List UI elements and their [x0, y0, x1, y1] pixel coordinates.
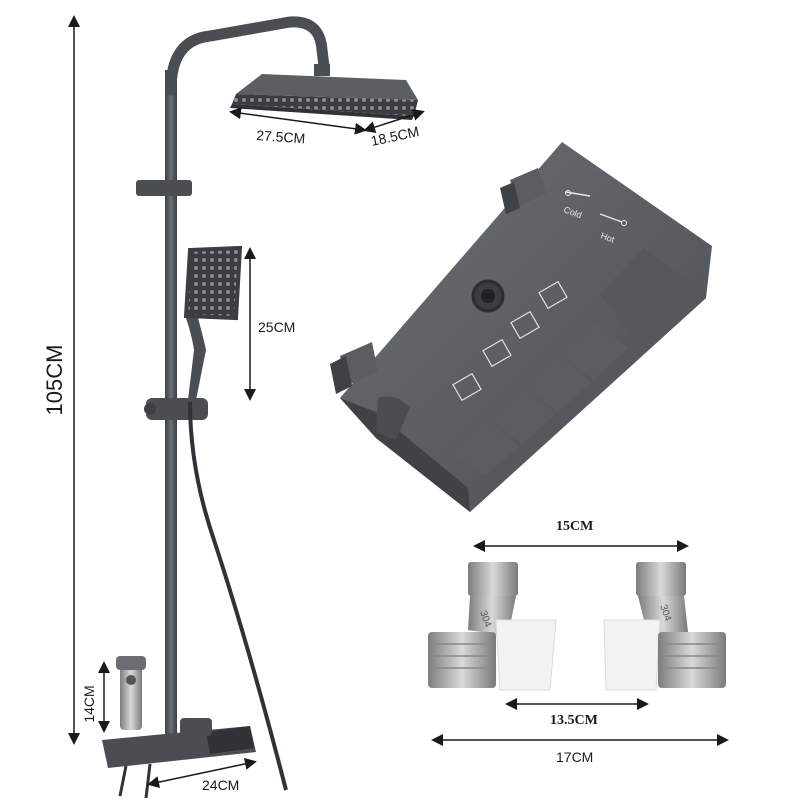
shelf-width-label: 24CM — [202, 777, 239, 793]
upper-bracket — [136, 180, 192, 196]
faucet-height-label: 14CM — [81, 685, 97, 722]
dimension-connector-inner: 13.5CM — [505, 698, 649, 728]
right-inlet — [500, 168, 546, 214]
dimension-head-width: 27.5CM — [229, 107, 367, 146]
button-3 — [524, 356, 592, 412]
dimension-connector-total: 17CM — [431, 734, 729, 765]
thermostatic-control-panel: Cold Hot — [330, 142, 712, 512]
connector-top-label: 15CM — [556, 519, 593, 534]
mode-buttons — [450, 280, 628, 476]
total-height-label: 105CM — [42, 345, 67, 416]
handheld-icon — [482, 338, 512, 368]
connector-inner-label: 13.5CM — [550, 713, 598, 728]
rain-shower-head — [230, 64, 418, 120]
left-connector: 304 — [428, 562, 557, 691]
connector-total-label: 17CM — [556, 749, 593, 765]
button-2 — [488, 388, 556, 444]
button-4 — [560, 322, 628, 380]
left-inlet — [330, 342, 378, 394]
dimension-handheld: 25CM — [244, 247, 295, 401]
button-1 — [450, 420, 520, 476]
rain-icon — [510, 310, 540, 340]
mixer-shelf — [102, 656, 256, 799]
temperature-knob — [600, 248, 690, 336]
handheld-length-label: 25CM — [258, 319, 295, 335]
dimension-faucet-height: 14CM — [81, 661, 110, 733]
tub-icon — [452, 372, 482, 402]
head-width-label: 27.5CM — [256, 127, 306, 146]
spray-icon — [538, 280, 568, 310]
hot-label: Hot — [599, 230, 616, 244]
slide-holder — [146, 398, 208, 420]
shower-column — [136, 16, 330, 750]
dimension-shelf-width: 24CM — [147, 757, 257, 793]
dimension-total-height: 105CM — [42, 15, 80, 745]
handheld-shower — [183, 245, 288, 791]
right-connector: 304 — [603, 562, 726, 691]
dimension-connector-top: 15CM — [473, 519, 689, 552]
